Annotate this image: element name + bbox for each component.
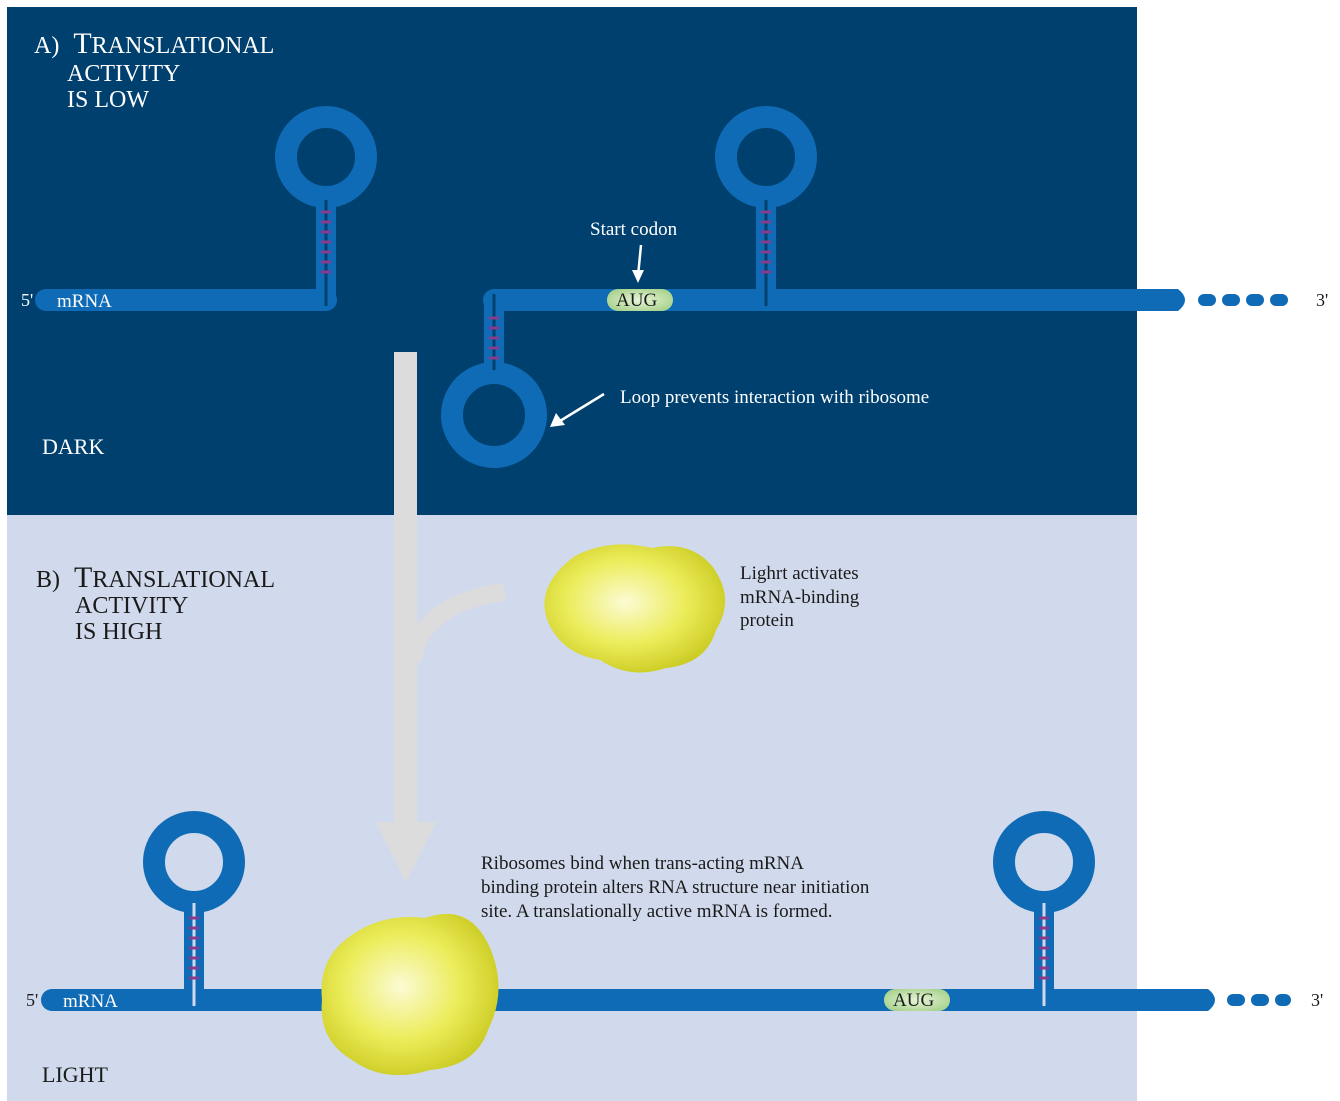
codon-label-a: AUG bbox=[616, 290, 657, 311]
loop-arrow bbox=[550, 392, 605, 427]
stem-splits-b bbox=[192, 903, 1046, 1006]
three-prime-b: 3' bbox=[1311, 990, 1323, 1010]
five-prime-b: 5' bbox=[26, 990, 38, 1010]
condition-light: LIGHT bbox=[42, 1062, 109, 1087]
transition-arrow bbox=[376, 352, 436, 882]
hairpin-loop-a1 bbox=[275, 106, 377, 208]
hairpin-loop-a2 bbox=[715, 106, 817, 208]
base-pairs-a bbox=[321, 210, 771, 360]
ribosome-note: Ribosomes bind when trans-acting mRNA bi… bbox=[481, 853, 874, 922]
panel-b-title: B) TRANSLATIONAL bbox=[36, 561, 275, 594]
panel-a-title-line3: IS LOW bbox=[67, 87, 149, 113]
panel-b-title-line3: IS HIGH bbox=[75, 619, 162, 645]
binding-protein-free bbox=[544, 544, 726, 673]
panel-a-background bbox=[7, 7, 1137, 515]
binding-protein-bound bbox=[321, 913, 499, 1076]
condition-dark: DARK bbox=[42, 434, 104, 459]
hairpin-loop-b1 bbox=[143, 811, 245, 913]
mrna-label-b: mRNA bbox=[63, 991, 118, 1012]
three-prime-a: 3' bbox=[1316, 290, 1328, 310]
start-codon-aug-a bbox=[607, 289, 673, 311]
loop-note: Loop prevents interaction with ribosome bbox=[620, 387, 929, 408]
protein-note: Lighrt activates mRNA-binding protein bbox=[740, 563, 864, 631]
hairpin-loop-b2 bbox=[993, 811, 1095, 913]
start-codon-aug-b bbox=[884, 989, 950, 1011]
panel-a-title: A) TRANSLATIONAL bbox=[34, 27, 274, 60]
codon-label-b: AUG bbox=[893, 990, 934, 1011]
mrna-label-a: mRNA bbox=[57, 291, 112, 312]
panel-a-title-line2: ACTIVITY bbox=[67, 61, 180, 87]
panel-b-title-line2: ACTIVITY bbox=[75, 593, 188, 619]
start-codon-label: Start codon bbox=[590, 219, 678, 240]
mrna-tail-a bbox=[1165, 289, 1288, 311]
protein-branch bbox=[403, 583, 507, 663]
five-prime-a: 5' bbox=[21, 290, 33, 310]
base-pairs-b bbox=[189, 916, 1049, 980]
mrna-tail-b bbox=[1195, 989, 1291, 1011]
start-codon-arrow bbox=[632, 244, 644, 283]
hairpin-loop-a3 bbox=[441, 362, 547, 468]
